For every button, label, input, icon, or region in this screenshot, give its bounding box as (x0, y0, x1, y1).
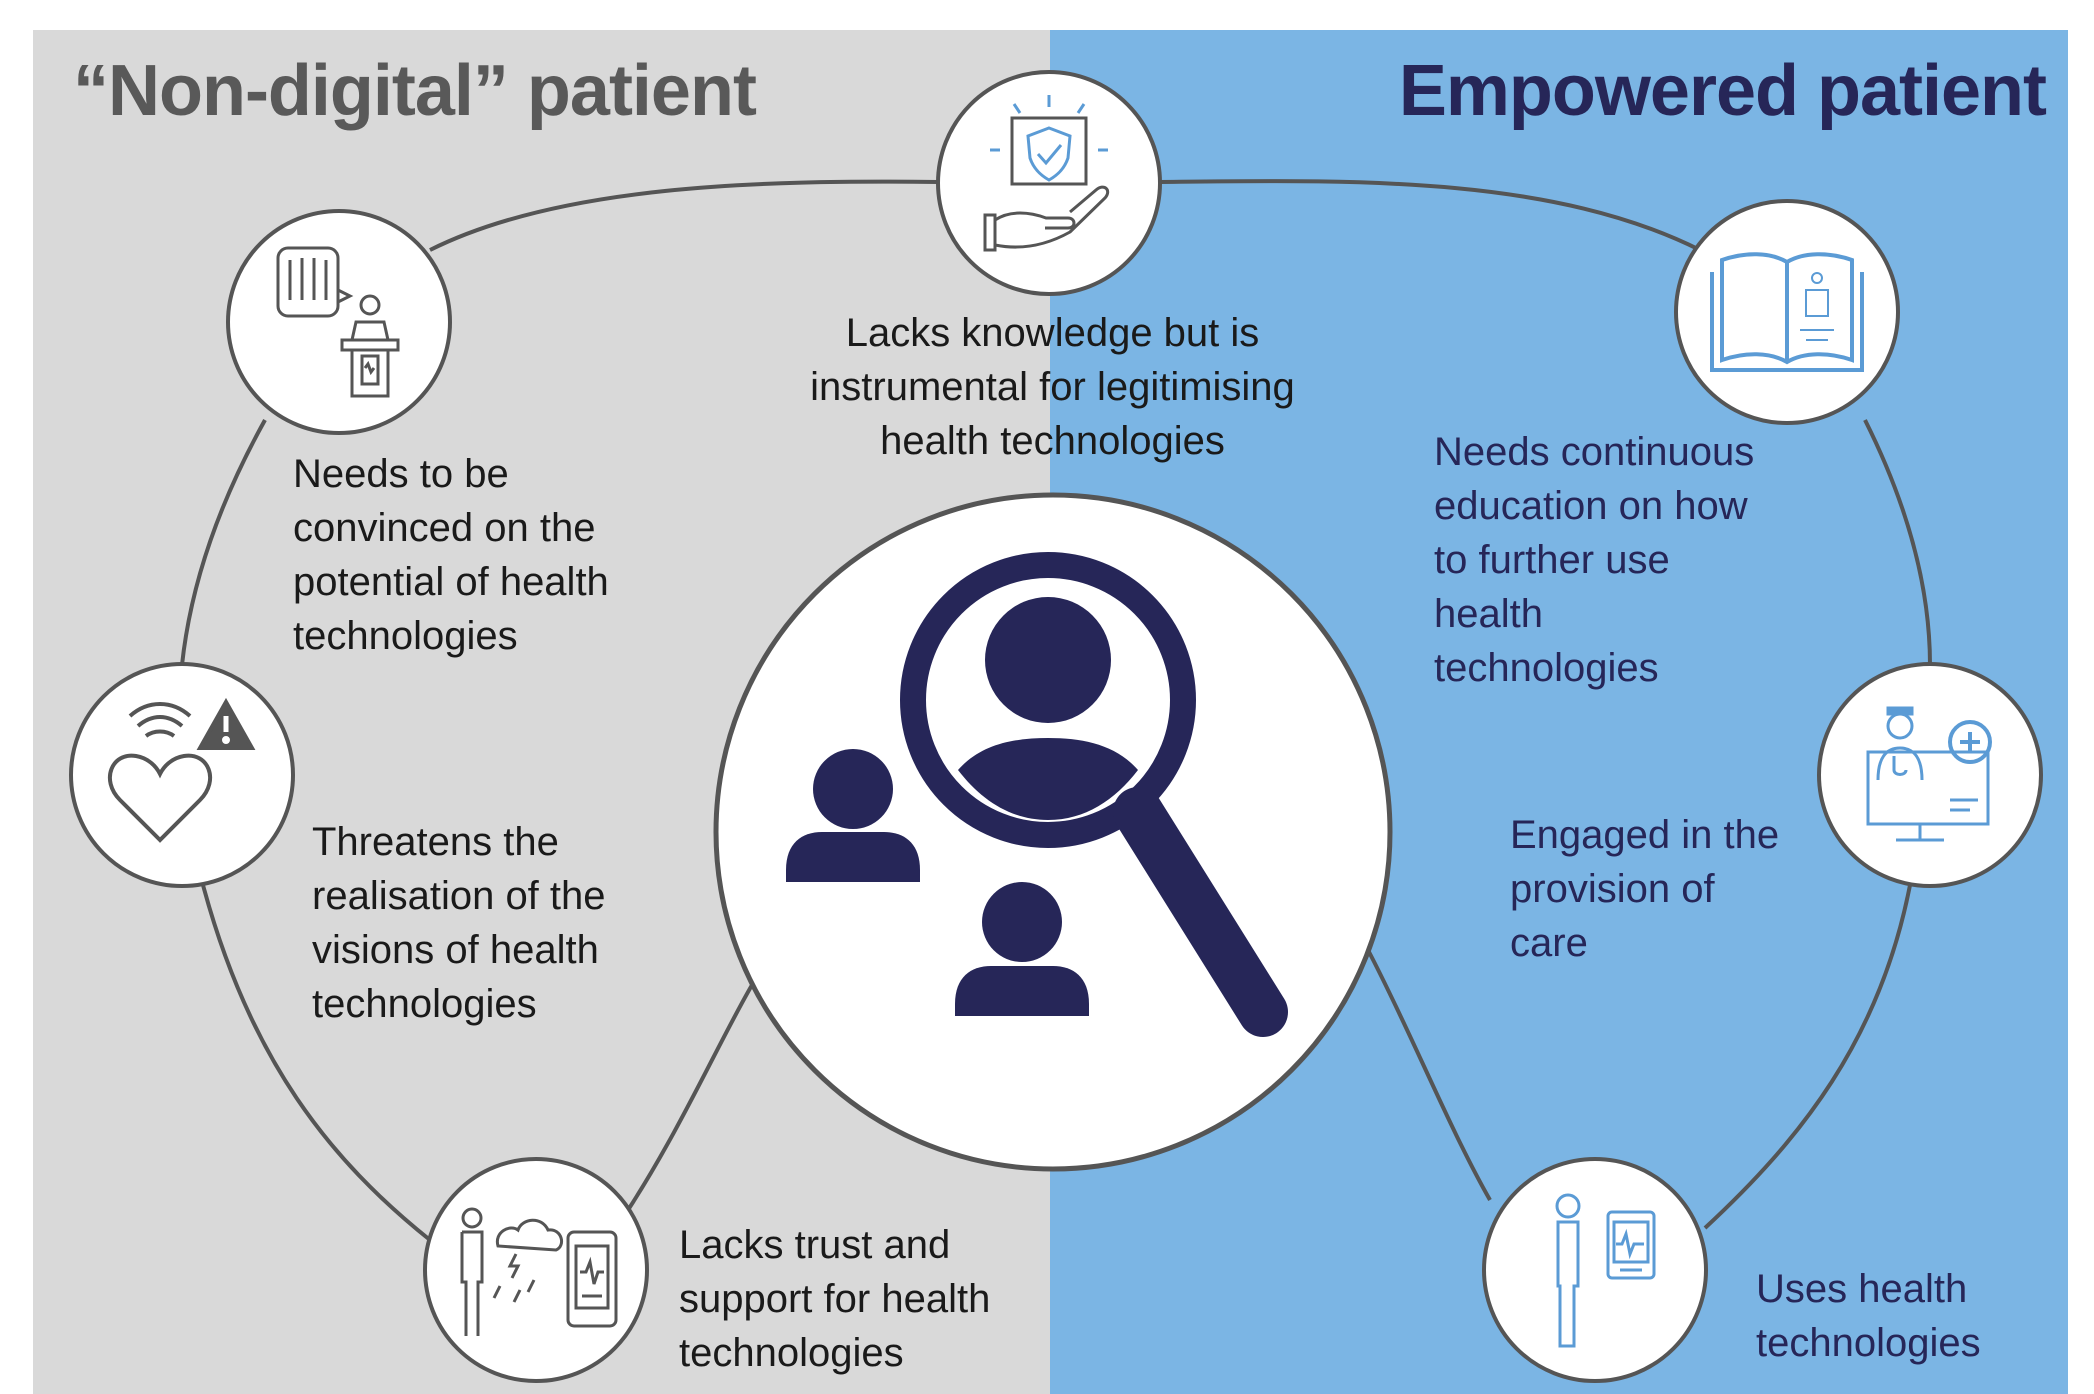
hand-shield-icon (983, 95, 1110, 252)
caption-threatens: Threatens the realisation of the visions… (312, 820, 606, 1026)
icon-circle-right-mid (1817, 662, 2043, 888)
icon-circle-left-mid (69, 662, 295, 888)
icon-circle-left-top (226, 209, 452, 435)
caption-lacks-knowledge: Lacks knowledge but is instrumental for … (810, 311, 1295, 463)
magnifier-people-icon (786, 552, 1288, 1037)
icon-circle-left-bottom (423, 1157, 649, 1383)
center-magnifier-circle (713, 492, 1393, 1172)
doctor-monitor-icon (1866, 706, 1992, 842)
caption-needs-convincing: Needs to be convinced on the potential o… (293, 452, 609, 658)
empowered-title: Empowered patient (1398, 51, 2047, 131)
person-tablet-heartbeat-icon (1555, 1193, 1656, 1348)
caption-lacks-trust: Lacks trust and support for health techn… (679, 1223, 991, 1375)
icon-circle-top (936, 70, 1162, 296)
non-digital-title: “Non-digital” patient (73, 51, 757, 131)
caption-engaged: Engaged in the provision of care (1510, 813, 1780, 965)
icon-circle-right-bottom (1482, 1157, 1708, 1383)
open-book-icon (1710, 252, 1864, 372)
raised-fist-podium-icon (276, 246, 400, 398)
connector-lines (180, 179, 1932, 1242)
person-storm-tablet-icon (460, 1207, 618, 1336)
heart-wifi-warning-icon (108, 697, 256, 843)
caption-uses-tech: Uses health technologies (1756, 1267, 1981, 1365)
caption-needs-education: Needs continuous education on how to fur… (1434, 430, 1755, 690)
icon-circle-right-top (1674, 199, 1900, 425)
